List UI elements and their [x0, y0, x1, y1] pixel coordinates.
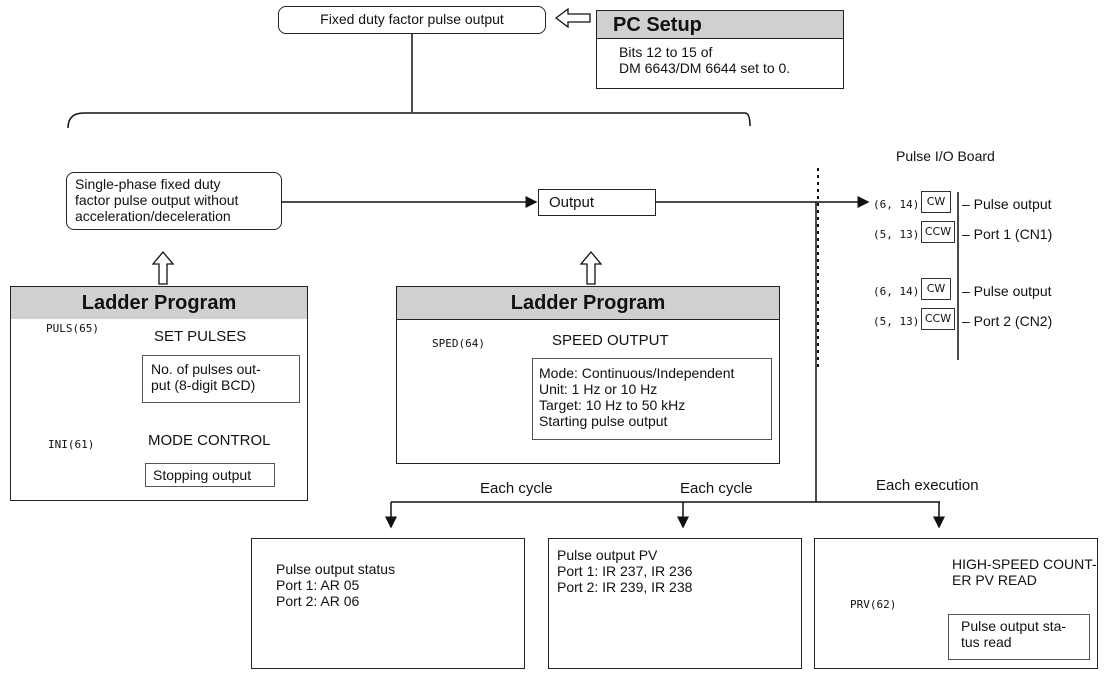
sped-instruction: SPED(64): [432, 337, 485, 350]
output-box: Output: [538, 189, 656, 216]
timing-each-cycle-2: Each cycle: [680, 480, 753, 497]
board-pins-2: (5, 13): [873, 228, 920, 241]
board-signal-cw-1: CW: [921, 191, 951, 213]
output-label: Output: [549, 194, 595, 211]
prv-name-line2: ER PV READ: [952, 572, 1037, 588]
board-signal-ccw-2: CCW: [921, 308, 955, 330]
fixed-duty-box: Fixed duty factor pulse output: [278, 6, 546, 34]
hollow-up-arrow-left: [151, 250, 175, 285]
pulse-pv-box: Pulse output PV Port 1: IR 237, IR 236 P…: [548, 538, 802, 669]
board-desc-1: – Pulse output: [962, 196, 1052, 212]
pulse-status-box: Pulse output status Port 1: AR 05 Port 2…: [251, 538, 525, 669]
pc-setup-hollow-arrow: [554, 7, 591, 29]
mode-control-label: MODE CONTROL: [148, 432, 271, 449]
prv-note-line2: tus read: [961, 634, 1012, 650]
pv-line2: Port 1: IR 237, IR 236: [557, 563, 693, 579]
board-pins-3: (6, 14): [873, 285, 920, 298]
prv-note-line1: Pulse output sta-: [961, 618, 1067, 634]
ini-note-text: Stopping output: [153, 467, 252, 483]
pv-line1: Pulse output PV: [557, 547, 658, 563]
prv-note-box: Pulse output sta- tus read: [948, 614, 1090, 660]
board-desc-3: – Pulse output: [962, 283, 1052, 299]
process-line2: factor pulse output without: [75, 192, 239, 208]
pc-setup-title: PC Setup: [597, 11, 843, 39]
board-pins-1: (6, 14): [873, 198, 920, 211]
puls-note-line2: put (8-digit BCD): [151, 377, 256, 393]
prv-name-line1: HIGH-SPEED COUNT-: [952, 556, 1097, 572]
board-signal-ccw-1: CCW: [921, 221, 955, 243]
board-desc-4: – Port 2 (CN2): [962, 313, 1053, 329]
sped-note-line1: Mode: Continuous/Independent: [539, 365, 735, 381]
sped-note-box: Mode: Continuous/Independent Unit: 1 Hz …: [532, 358, 772, 440]
status-line1: Pulse output status: [276, 561, 396, 577]
process-line1: Single-phase fixed duty: [75, 176, 221, 192]
status-line3: Port 2: AR 06: [276, 593, 360, 609]
board-desc-2: – Port 1 (CN1): [962, 226, 1053, 242]
board-title: Pulse I/O Board: [896, 148, 995, 164]
status-line2: Port 1: AR 05: [276, 577, 360, 593]
ini-note-box: Stopping output: [145, 463, 275, 487]
pc-setup-line2: DM 6643/DM 6644 set to 0.: [619, 60, 791, 76]
prv-instruction: PRV(62): [850, 598, 897, 611]
ladder-left-title: Ladder Program: [11, 287, 307, 320]
pc-setup-box: PC Setup Bits 12 to 15 of DM 6643/DM 664…: [596, 10, 844, 89]
hollow-up-arrow-mid: [579, 250, 603, 285]
single-phase-process-box: Single-phase fixed duty factor pulse out…: [66, 172, 282, 230]
puls-instruction: PULS(65): [46, 322, 99, 335]
board-pins-4: (5, 13): [873, 315, 920, 328]
sped-note-line3: Target: 10 Hz to 50 kHz: [539, 397, 686, 413]
speed-output-label: SPEED OUTPUT: [552, 332, 669, 349]
set-pulses-label: SET PULSES: [154, 328, 247, 345]
sped-note-line4: Starting pulse output: [539, 413, 668, 429]
brace-line: [67, 112, 751, 129]
fixed-duty-label: Fixed duty factor pulse output: [320, 11, 504, 27]
ladder-mid-title: Ladder Program: [397, 287, 779, 320]
timing-each-execution: Each execution: [876, 477, 979, 494]
ini-instruction: INI(61): [48, 438, 95, 451]
pc-setup-line1: Bits 12 to 15 of: [619, 44, 713, 60]
pv-line3: Port 2: IR 239, IR 238: [557, 579, 693, 595]
process-line3: acceleration/deceleration: [75, 208, 231, 224]
puls-note-line1: No. of pulses out-: [151, 361, 261, 377]
board-signal-cw-2: CW: [921, 278, 951, 300]
sped-note-line2: Unit: 1 Hz or 10 Hz: [539, 381, 658, 397]
timing-each-cycle-1: Each cycle: [480, 480, 553, 497]
puls-note-box: No. of pulses out- put (8-digit BCD): [142, 355, 300, 403]
